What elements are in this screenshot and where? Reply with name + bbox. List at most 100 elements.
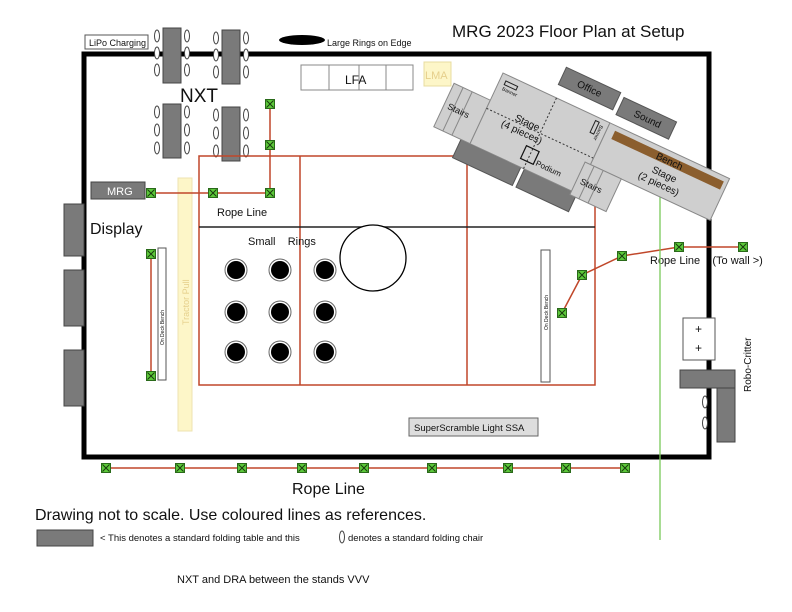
plus-mark: + <box>695 322 702 336</box>
rope-line-label-top: Rope Line <box>217 207 267 219</box>
lipo-charging-box <box>84 34 149 50</box>
on-deck-bench-right-label: On Deck Bench <box>544 295 550 330</box>
small-ring <box>316 303 334 321</box>
plus-mark: + <box>695 341 702 355</box>
display-table <box>63 269 85 327</box>
rope-line-label-bottom: Rope Line <box>292 481 365 498</box>
small-ring <box>271 303 289 321</box>
nxt-area: NXT <box>154 27 249 162</box>
banner-icon <box>589 119 600 135</box>
folding-chair <box>184 105 190 119</box>
display-table <box>63 203 85 257</box>
large-rings-label: Large Rings on Edge <box>327 38 412 48</box>
superscramble-box <box>408 417 539 437</box>
banner-icon <box>503 80 519 91</box>
rope-post-icon <box>265 99 275 109</box>
rope-post-icon <box>146 188 156 198</box>
rope-post-icon <box>359 463 369 473</box>
rope-post-icon <box>146 249 156 259</box>
folding-chair <box>213 108 219 122</box>
folding-chair <box>154 29 160 43</box>
plan-title: MRG 2023 Floor Plan at Setup <box>452 22 684 41</box>
folding-chair <box>213 48 219 62</box>
scale-note: Drawing not to scale. Use coloured lines… <box>35 507 426 524</box>
rope-post-icon <box>427 463 437 473</box>
folding-chair <box>702 395 708 409</box>
small-ring <box>316 343 334 361</box>
folding-table <box>162 103 182 159</box>
rope-post-icon <box>557 308 567 318</box>
folding-chair <box>154 63 160 77</box>
on-deck-bench-right <box>540 249 551 383</box>
folding-chair <box>243 31 249 45</box>
folding-chair <box>213 65 219 79</box>
folding-chair <box>213 144 219 158</box>
rope-line-label-right: Rope Line (To wall >) <box>650 255 763 267</box>
podium-icon <box>519 144 540 166</box>
lfa-tables: LFA <box>300 64 414 91</box>
bench <box>611 130 724 190</box>
folding-chair <box>243 108 249 122</box>
folding-chair <box>213 126 219 140</box>
tractor-pull-lane <box>177 177 193 432</box>
robo-critter-box <box>682 317 716 361</box>
folding-chair <box>154 105 160 119</box>
folding-table <box>716 387 736 443</box>
rope-post-icon <box>617 251 627 261</box>
folding-table <box>679 369 736 389</box>
legend-table-icon <box>36 529 94 547</box>
mrg-label: MRG <box>107 186 133 198</box>
folding-chair <box>184 123 190 137</box>
lfa-label: LFA <box>345 73 366 87</box>
folding-chair <box>184 46 190 60</box>
folding-chair <box>243 144 249 158</box>
lipo-charging-label: LiPo Charging <box>89 38 146 48</box>
folding-chair <box>154 141 160 155</box>
folding-chair <box>243 126 249 140</box>
folding-table <box>162 27 182 84</box>
folding-chair <box>243 65 249 79</box>
rope-post-icon <box>146 371 156 381</box>
rope-post-icon <box>175 463 185 473</box>
stage-2-pieces <box>589 122 731 222</box>
superscramble-label: SuperScramble Light SSA <box>414 423 525 434</box>
folding-chair <box>184 63 190 77</box>
tractor-pull-label: Tractor Pull <box>181 279 191 325</box>
rope-post-icon <box>738 242 748 252</box>
on-deck-bench-left <box>157 247 167 381</box>
rope-post-icon <box>208 188 218 198</box>
small-ring <box>271 261 289 279</box>
small-rings-label: Small Rings <box>248 236 316 248</box>
stage-area: Office Sound Stairs Stage (4 pieces) Ban… <box>433 66 731 222</box>
folding-chair <box>243 48 249 62</box>
folding-chair <box>213 31 219 45</box>
small-ring <box>316 261 334 279</box>
large-ring-circle <box>339 224 407 292</box>
small-ring <box>227 343 245 361</box>
nxt-label: NXT <box>180 86 218 107</box>
small-ring <box>227 303 245 321</box>
small-ring <box>271 343 289 361</box>
small-ring <box>227 261 245 279</box>
robo-critter-label: Robo-Critter <box>743 337 754 392</box>
folding-chair <box>184 29 190 43</box>
rope-post-icon <box>297 463 307 473</box>
large-ring-icon <box>279 35 325 45</box>
on-deck-bench-left-label: On Deck Bench <box>160 310 166 345</box>
rope-post-icon <box>265 140 275 150</box>
folding-chair <box>154 46 160 60</box>
legend-chair-icon <box>339 530 345 544</box>
folding-chair <box>702 416 708 430</box>
competition-field <box>198 155 596 386</box>
rope-post-icon <box>101 463 111 473</box>
rope-post-icon <box>620 463 630 473</box>
display-table <box>63 349 85 407</box>
display-label: Display <box>90 221 142 238</box>
rope-post-icon <box>561 463 571 473</box>
folding-table <box>221 106 241 162</box>
rope-post-icon <box>503 463 513 473</box>
mrg-table <box>90 181 146 200</box>
legend-chair-text: denotes a standard folding chair <box>348 533 483 544</box>
lma-box <box>423 61 452 87</box>
